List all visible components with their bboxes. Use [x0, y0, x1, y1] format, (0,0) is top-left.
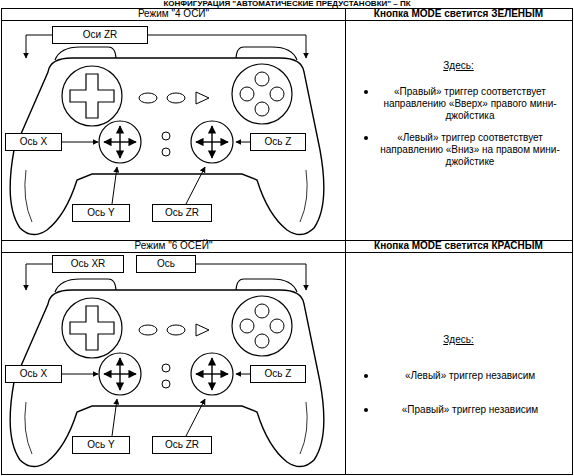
bullet-dot [364, 136, 368, 140]
mode-header: Режим "6 ОСЕЙ" [2, 240, 345, 252]
axis-label: Ось X [20, 136, 47, 148]
axis-label: Ось Y [87, 439, 114, 451]
axis-callout: Оси ZR [52, 26, 148, 44]
bullet-dot [364, 374, 368, 378]
axis-callout: Ось XR [52, 255, 124, 273]
note-item: «Правый» триггер соответствует направлен… [378, 86, 562, 122]
axis-callout: Ось X [5, 133, 62, 151]
axis-callout: Ось X [5, 365, 62, 383]
axis-callout: Ось Z [250, 365, 306, 383]
page-title: КОНФИГУРАЦИЯ "АВТОМАТИЧЕСКИЕ ПРЕДУСТАНОВ… [0, 0, 574, 8]
axis-label: Ось Y [87, 207, 114, 219]
axis-label: Ось XR [71, 258, 106, 270]
axis-callout: Ось Z [250, 133, 306, 151]
axis-label: Ось ZR [165, 207, 199, 219]
note-item: «Правый» триггер независим [378, 404, 562, 416]
axis-callout: Ось ZR [152, 436, 212, 454]
bullet-dot [364, 90, 368, 94]
status-header: Кнопка MODE светится ЗЕЛЕНЫМ [345, 8, 572, 20]
note-heading: Здесь: [345, 334, 572, 346]
axis-label: Ось ZR [165, 439, 199, 451]
axis-label: Ось X [20, 368, 47, 380]
status-header: Кнопка MODE светится КРАСНЫМ [345, 240, 572, 252]
bullet-dot [364, 408, 368, 412]
axis-callout: Ось [136, 255, 196, 273]
axis-label: Ось [157, 258, 175, 270]
mode-header: Режим "4 ОСИ" [2, 8, 345, 20]
note-item: «Левый» триггер независим [378, 370, 562, 382]
note-heading: Здесь: [345, 60, 572, 72]
axis-callout: Ось Y [72, 204, 130, 222]
axis-callout: Ось ZR [152, 204, 212, 222]
note-item: «Левый» триггер соответствует направлени… [378, 132, 562, 168]
axis-label: Ось Z [265, 368, 292, 380]
axis-label: Оси ZR [83, 29, 117, 41]
axis-label: Ось Z [265, 136, 292, 148]
axis-callout: Ось Y [72, 436, 130, 454]
